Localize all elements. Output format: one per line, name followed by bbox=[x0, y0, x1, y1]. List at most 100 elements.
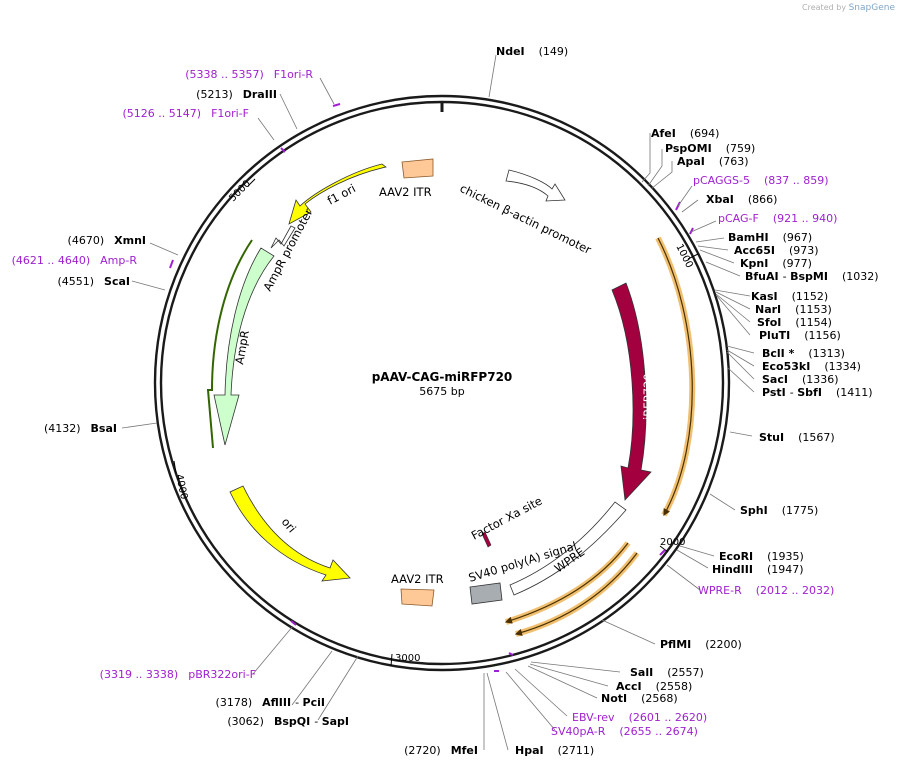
feature-orange-arc-right bbox=[655, 236, 696, 517]
svg-text:(4551)ScaI: (4551)ScaI bbox=[57, 275, 130, 288]
tick-4000: 4000 bbox=[173, 460, 189, 501]
svg-text:SacI(1336): SacI(1336) bbox=[762, 373, 839, 386]
svg-text:(5213)DraIII: (5213)DraIII bbox=[196, 88, 277, 101]
feature-itr-top[interactable]: AAV2 ITR bbox=[379, 158, 434, 199]
site-psti-sbfi[interactable]: PstI- SbfI(1411) bbox=[762, 386, 873, 399]
site-bcli[interactable]: BclI *(1313) bbox=[762, 347, 845, 360]
site-sphi[interactable]: SphI(1775) bbox=[740, 504, 818, 517]
primer-f1ori-r[interactable]: (5338 .. 5357)F1ori-R bbox=[185, 68, 313, 81]
site-scai[interactable]: (4551)ScaI bbox=[57, 275, 130, 288]
site-xmni[interactable]: (4670)XmnI bbox=[68, 234, 146, 247]
backbone-ring bbox=[153, 94, 731, 672]
site-mfei[interactable]: (2720)MfeI bbox=[404, 744, 478, 757]
site-hindiii[interactable]: HindIII(1947) bbox=[712, 563, 804, 576]
feature-factor-xa[interactable]: Factor Xa site bbox=[469, 494, 545, 548]
leader-lines bbox=[121, 54, 755, 751]
feature-ampr[interactable]: AmpR bbox=[206, 239, 275, 449]
feature-irfp720[interactable]: iRFP720 bbox=[611, 282, 655, 501]
primer-pcaggs-5[interactable]: pCAGGS-5(837 .. 859) bbox=[693, 174, 829, 187]
site-saci[interactable]: SacI(1336) bbox=[762, 373, 839, 386]
feature-ori[interactable]: ori bbox=[229, 485, 351, 582]
svg-text:StuI(1567): StuI(1567) bbox=[759, 431, 835, 444]
svg-text:SfoI(1154): SfoI(1154) bbox=[757, 316, 832, 329]
svg-text:PflMI(2200): PflMI(2200) bbox=[660, 638, 742, 651]
site-afliii-pcii[interactable]: (3178)AflIII- PciI bbox=[216, 696, 325, 709]
site-noti[interactable]: NotI(2568) bbox=[601, 692, 678, 705]
site-eco53ki[interactable]: Eco53kI(1334) bbox=[762, 360, 861, 373]
svg-text:chicken β-actin promoter: chicken β-actin promoter bbox=[458, 181, 594, 257]
site-draiii[interactable]: (5213)DraIII bbox=[196, 88, 277, 101]
site-apai[interactable]: ApaI(763) bbox=[677, 155, 749, 168]
svg-text:(3319 .. 3338)pBR322ori-F: (3319 .. 3338)pBR322ori-F bbox=[100, 668, 256, 681]
credit: Created by SnapGene bbox=[802, 3, 895, 13]
svg-text:PspOMI(759): PspOMI(759) bbox=[665, 142, 755, 155]
site-pflmi[interactable]: PflMI(2200) bbox=[660, 638, 742, 651]
svg-text:iRFP720: iRFP720 bbox=[641, 373, 655, 420]
primer-marks bbox=[169, 103, 694, 672]
svg-text:KasI(1152): KasI(1152) bbox=[751, 290, 828, 303]
svg-text:Factor Xa site: Factor Xa site bbox=[469, 494, 545, 543]
svg-text:HpaI(2711): HpaI(2711) bbox=[515, 744, 594, 757]
site-stui[interactable]: StuI(1567) bbox=[759, 431, 835, 444]
site-ecori[interactable]: EcoRI(1935) bbox=[719, 550, 804, 563]
svg-text:2000: 2000 bbox=[660, 537, 685, 548]
svg-text:PstI- SbfI(1411): PstI- SbfI(1411) bbox=[762, 386, 873, 399]
primer-pbr322ori-f[interactable]: (3319 .. 3338)pBR322ori-F bbox=[100, 668, 256, 681]
svg-text:AAV2 ITR: AAV2 ITR bbox=[379, 185, 432, 199]
svg-text:AAV2 ITR: AAV2 ITR bbox=[391, 572, 444, 586]
tick-2000: 2000 bbox=[659, 537, 685, 553]
primer-sv40pa-r[interactable]: SV40pA-R(2655 .. 2674) bbox=[551, 725, 698, 738]
site-sali[interactable]: SalI(2557) bbox=[630, 666, 704, 679]
site-bamhi[interactable]: BamHI(967) bbox=[728, 231, 812, 244]
primer-amp-r[interactable]: (4621 .. 4640)Amp-R bbox=[12, 254, 138, 267]
site-bfuai-bspmi[interactable]: BfuAI- BspMI(1032) bbox=[745, 270, 879, 283]
site-kasi[interactable]: KasI(1152) bbox=[751, 290, 828, 303]
svg-text:3000: 3000 bbox=[395, 653, 420, 664]
svg-text:SphI(1775): SphI(1775) bbox=[740, 504, 818, 517]
primer-wpre-r[interactable]: WPRE-R(2012 .. 2032) bbox=[698, 584, 834, 597]
primer-f1ori-f[interactable]: (5126 .. 5147)F1ori-F bbox=[123, 107, 250, 120]
tick-3000: 3000 bbox=[390, 653, 420, 667]
svg-text:SalI(2557): SalI(2557) bbox=[630, 666, 704, 679]
svg-text:4000: 4000 bbox=[173, 473, 189, 500]
feature-orange-arcs-bottom bbox=[504, 541, 640, 637]
site-bsai[interactable]: (4132)BsaI bbox=[44, 422, 117, 435]
svg-text:PluTI(1156): PluTI(1156) bbox=[759, 329, 841, 342]
feature-ampr-promoter[interactable]: AmpR promoter bbox=[260, 206, 315, 293]
site-xbai[interactable]: XbaI(866) bbox=[706, 193, 777, 206]
site-pspomi[interactable]: PspOMI(759) bbox=[665, 142, 755, 155]
svg-text:pCAG-F(921 .. 940): pCAG-F(921 .. 940) bbox=[718, 212, 837, 225]
svg-text:(4670)XmnI: (4670)XmnI bbox=[68, 234, 146, 247]
svg-text:AmpR: AmpR bbox=[232, 329, 252, 365]
site-hpai[interactable]: HpaI(2711) bbox=[515, 744, 594, 757]
svg-text:NarI(1153): NarI(1153) bbox=[755, 303, 832, 316]
svg-text:5000: 5000 bbox=[227, 178, 253, 204]
plasmid-name: pAAV-CAG-miRFP720 bbox=[372, 370, 513, 384]
feature-itr-bottom[interactable]: AAV2 ITR bbox=[391, 572, 444, 607]
svg-text:AmpR promoter: AmpR promoter bbox=[260, 206, 315, 293]
primer-ebv-rev[interactable]: EBV-rev(2601 .. 2620) bbox=[572, 711, 707, 724]
site-kpni[interactable]: KpnI(977) bbox=[740, 257, 812, 270]
primer-pcag-f[interactable]: pCAG-F(921 .. 940) bbox=[718, 212, 837, 225]
site-bspqi-sapi[interactable]: (3062)BspQI- SapI bbox=[227, 715, 349, 728]
site-sfoi[interactable]: SfoI(1154) bbox=[757, 316, 832, 329]
svg-text:NotI(2568): NotI(2568) bbox=[601, 692, 678, 705]
site-pluti[interactable]: PluTI(1156) bbox=[759, 329, 841, 342]
site-acci[interactable]: AccI(2558) bbox=[616, 680, 692, 693]
svg-text:BamHI(967): BamHI(967) bbox=[728, 231, 812, 244]
site-afei[interactable]: AfeI(694) bbox=[651, 127, 719, 140]
site-acc65i[interactable]: Acc65I(973) bbox=[734, 244, 819, 257]
svg-text:AfeI(694): AfeI(694) bbox=[651, 127, 719, 140]
svg-text:SV40pA-R(2655 .. 2674): SV40pA-R(2655 .. 2674) bbox=[551, 725, 698, 738]
svg-text:XbaI(866): XbaI(866) bbox=[706, 193, 777, 206]
plasmid-length: 5675 bp bbox=[419, 385, 464, 398]
svg-text:ApaI(763): ApaI(763) bbox=[677, 155, 749, 168]
site-ndei[interactable]: NdeI(149) bbox=[496, 45, 568, 58]
feature-cba-promoter[interactable]: chicken β-actin promoter bbox=[458, 169, 594, 257]
tick-5000: 5000 bbox=[227, 178, 256, 204]
site-nari[interactable]: NarI(1153) bbox=[755, 303, 832, 316]
svg-text:EBV-rev(2601 .. 2620): EBV-rev(2601 .. 2620) bbox=[572, 711, 707, 724]
svg-text:(3178)AflIII- PciI: (3178)AflIII- PciI bbox=[216, 696, 325, 709]
svg-text:ori: ori bbox=[279, 515, 299, 535]
